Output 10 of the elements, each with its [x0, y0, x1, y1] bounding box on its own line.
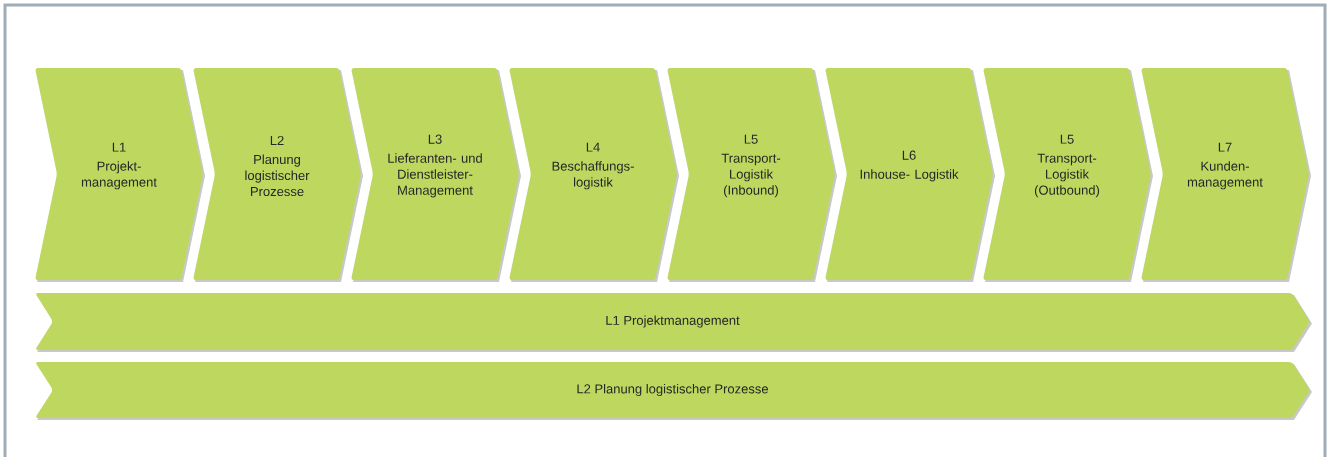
chevron-step: L2 Planung logistischer Prozesse	[193, 68, 363, 282]
chevron-step: L5 Transport- Logistik (Inbound)	[667, 68, 837, 282]
chevron-step: L7 Kunden- management	[1141, 68, 1311, 282]
chevron-band: L2 Planung logistischer Prozesse	[36, 362, 1312, 420]
chevron-step: L6 Inhouse- Logistik	[825, 68, 995, 282]
chevron-band: L1 Projektmanagement	[36, 293, 1312, 352]
chevron-step: L1 Projekt- management	[35, 68, 205, 282]
chevron-step: L4 Beschaffungs- logistik	[509, 68, 679, 282]
chevron-step: L3 Lieferanten- und Dienstleister- Management	[351, 68, 521, 282]
chevron-step: L5 Transport- Logistik (Outbound)	[983, 68, 1153, 282]
